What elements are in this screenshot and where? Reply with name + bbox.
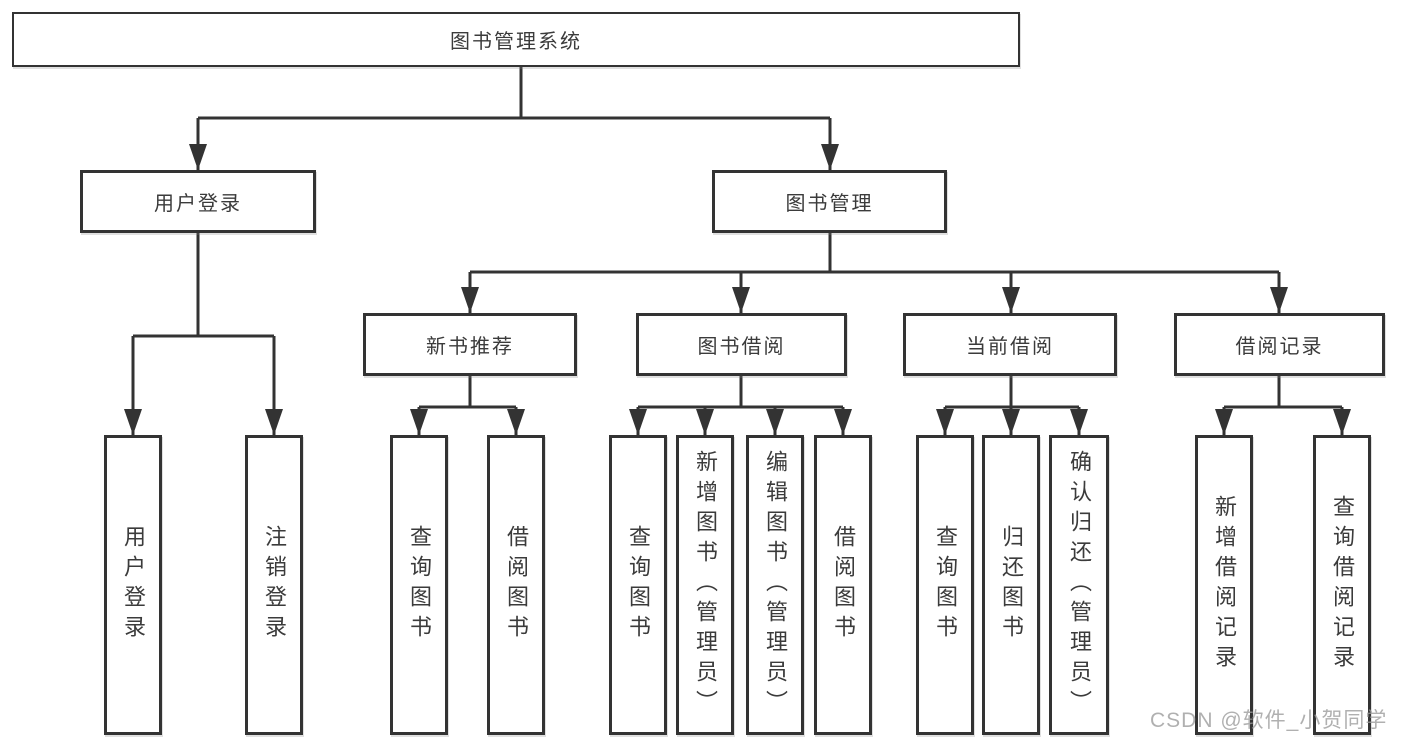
- leaf-label: 新增借阅记录: [1212, 495, 1237, 675]
- leaf-label: 确认归还（管理员）: [1067, 450, 1092, 720]
- node-user-login: 用户登录: [80, 170, 316, 233]
- leaf-user-login: 用户登录: [104, 435, 162, 735]
- node-label: 当前借阅: [966, 336, 1054, 358]
- node-library-management-system: 图书管理系统: [12, 12, 1020, 67]
- leaf-logout-login: 注销登录: [245, 435, 303, 735]
- leaf-label: 借阅图书: [831, 525, 856, 645]
- leaf-query-books-current: 查询图书: [916, 435, 974, 735]
- leaf-borrow-books-recommend: 借阅图书: [487, 435, 545, 735]
- leaf-label: 查询图书: [933, 525, 958, 645]
- leaf-query-books-recommend: 查询图书: [390, 435, 448, 735]
- leaf-label: 归还图书: [999, 525, 1024, 645]
- node-label: 新书推荐: [426, 336, 514, 358]
- node-label: 借阅记录: [1235, 336, 1324, 358]
- leaf-label: 查询图书: [626, 525, 651, 645]
- leaf-edit-books-admin: 编辑图书（管理员）: [746, 435, 804, 735]
- leaf-label: 借阅图书: [504, 525, 529, 645]
- node-label: 图书管理: [785, 193, 874, 215]
- leaf-label: 查询图书: [407, 525, 432, 645]
- leaf-label: 新增图书（管理员）: [693, 450, 718, 720]
- node-new-book-recommendation: 新书推荐: [363, 313, 577, 376]
- leaf-label: 查询借阅记录: [1330, 495, 1355, 675]
- leaf-confirm-return-admin: 确认归还（管理员）: [1049, 435, 1109, 735]
- leaf-label: 编辑图书（管理员）: [763, 450, 788, 720]
- node-label: 用户登录: [154, 193, 242, 215]
- leaf-return-books: 归还图书: [982, 435, 1040, 735]
- leaf-borrow-books-borrowing: 借阅图书: [814, 435, 872, 735]
- node-label: 图书管理系统: [450, 31, 582, 53]
- node-label: 图书借阅: [697, 336, 786, 358]
- leaf-label: 注销登录: [262, 525, 287, 645]
- node-current-borrowing: 当前借阅: [903, 313, 1117, 376]
- leaf-add-books-admin: 新增图书（管理员）: [676, 435, 734, 735]
- node-book-borrowing: 图书借阅: [636, 313, 847, 376]
- leaf-query-borrow-record: 查询借阅记录: [1313, 435, 1371, 735]
- leaf-add-borrow-record: 新增借阅记录: [1195, 435, 1253, 735]
- node-borrowing-records: 借阅记录: [1174, 313, 1385, 376]
- leaf-query-books-borrowing: 查询图书: [609, 435, 667, 735]
- leaf-label: 用户登录: [121, 525, 146, 645]
- csdn-watermark: CSDN @软件_小贺同学: [1150, 709, 1388, 732]
- node-book-management: 图书管理: [712, 170, 947, 233]
